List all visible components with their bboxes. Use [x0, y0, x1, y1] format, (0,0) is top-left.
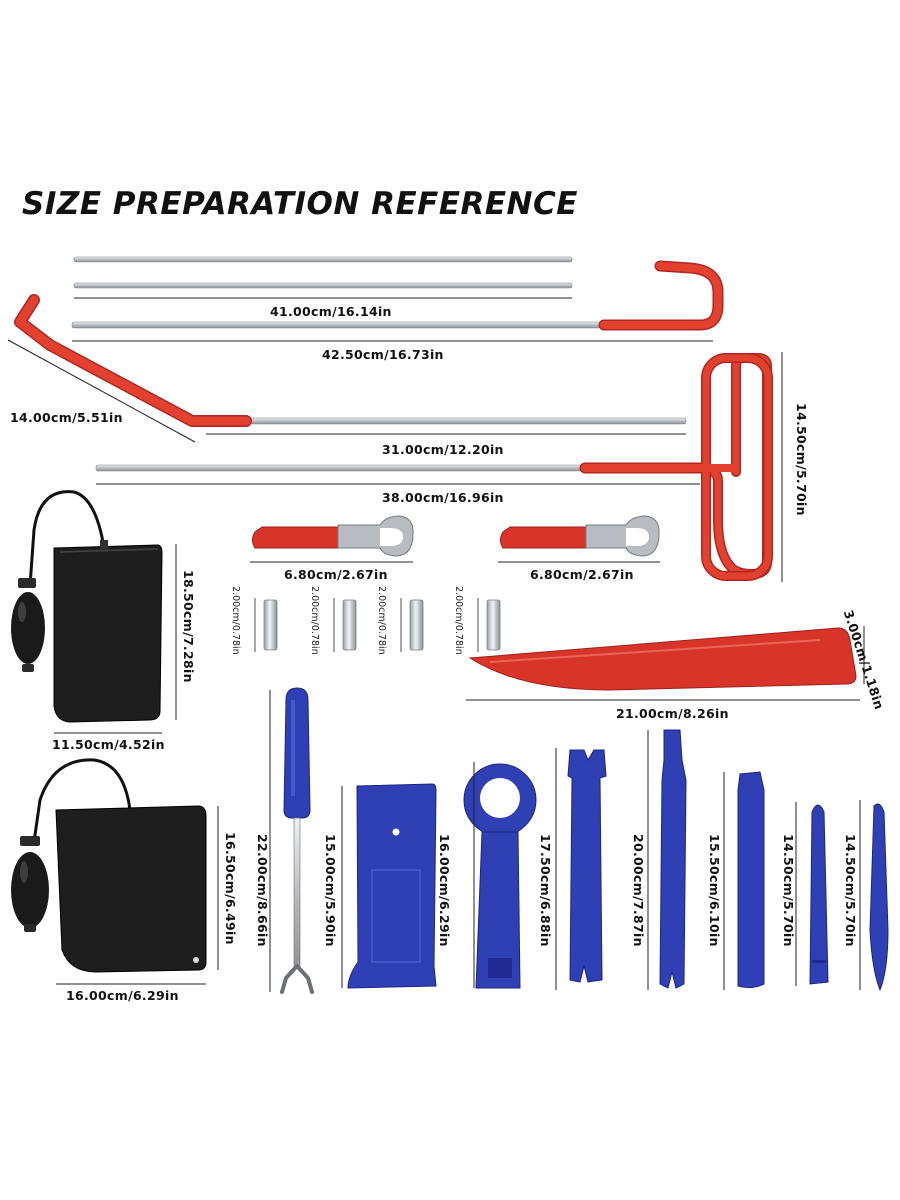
trim-tool-ring	[463, 763, 537, 989]
label-bag-small-width: 11.50cm/4.52in	[52, 737, 165, 752]
trim-tool-slim-2	[869, 803, 889, 992]
label-pin-2: 2.00cm/0.78in	[309, 586, 320, 655]
label-t-handle: 14.50cm/5.70in	[794, 403, 809, 516]
label-pin-1: 2.00cm/0.78in	[230, 586, 241, 655]
label-screwdriver: 22.00cm/8.66in	[255, 834, 270, 947]
wrench-right	[500, 515, 660, 557]
label-wrench-right: 6.80cm/2.67in	[530, 567, 634, 582]
label-wedge-length: 21.00cm/8.26in	[616, 706, 729, 721]
label-bag-small-height: 18.50cm/7.28in	[181, 570, 196, 683]
label-bag-large-width: 16.00cm/6.29in	[66, 988, 179, 1003]
trim-tool-long	[659, 729, 687, 989]
dimension-line-angled-tip	[7, 339, 196, 443]
rod-short-1	[73, 256, 573, 263]
air-bag-large	[11, 758, 207, 973]
t-handle-rod	[95, 353, 773, 581]
label-pin-3: 2.00cm/0.78in	[376, 586, 387, 655]
air-bag-small	[11, 490, 163, 723]
trim-tool-fork	[567, 749, 607, 983]
rod-angled	[14, 294, 687, 427]
label-trim-wide: 15.00cm/5.90in	[323, 834, 338, 947]
fork-screwdriver	[280, 687, 314, 994]
label-trim-flat: 15.50cm/6.10in	[707, 834, 722, 947]
label-trim-fork: 17.50cm/6.88in	[538, 834, 553, 947]
trim-tool-slim-1	[809, 804, 829, 985]
label-angled-rod: 31.00cm/12.20in	[382, 442, 504, 457]
rod-short-2	[73, 282, 573, 289]
label-pin-4: 2.00cm/0.78in	[453, 586, 464, 655]
page-title: SIZE PREPARATION REFERENCE	[22, 186, 578, 222]
label-trim-ring: 16.00cm/6.29in	[437, 834, 452, 947]
label-bag-large-height: 16.50cm/6.49in	[223, 832, 238, 945]
label-trim-long: 20.00cm/7.87in	[631, 834, 646, 947]
trim-tool-flat	[737, 771, 765, 989]
label-trim-slim-1: 14.50cm/5.70in	[781, 834, 796, 947]
pins	[254, 598, 501, 652]
label-rod-hooked: 42.50cm/16.73in	[322, 347, 444, 362]
label-angled-tip: 14.00cm/5.51in	[10, 410, 123, 425]
pry-wedge	[468, 627, 857, 691]
wrench-left	[252, 515, 414, 557]
label-rods-short: 41.00cm/16.14in	[270, 304, 392, 319]
label-trim-slim-2: 14.50cm/5.70in	[843, 834, 858, 947]
rod-hooked	[71, 260, 724, 331]
trim-tool-wide	[347, 783, 437, 989]
label-t-rod: 38.00cm/16.96in	[382, 490, 504, 505]
label-wrench-left: 6.80cm/2.67in	[284, 567, 388, 582]
